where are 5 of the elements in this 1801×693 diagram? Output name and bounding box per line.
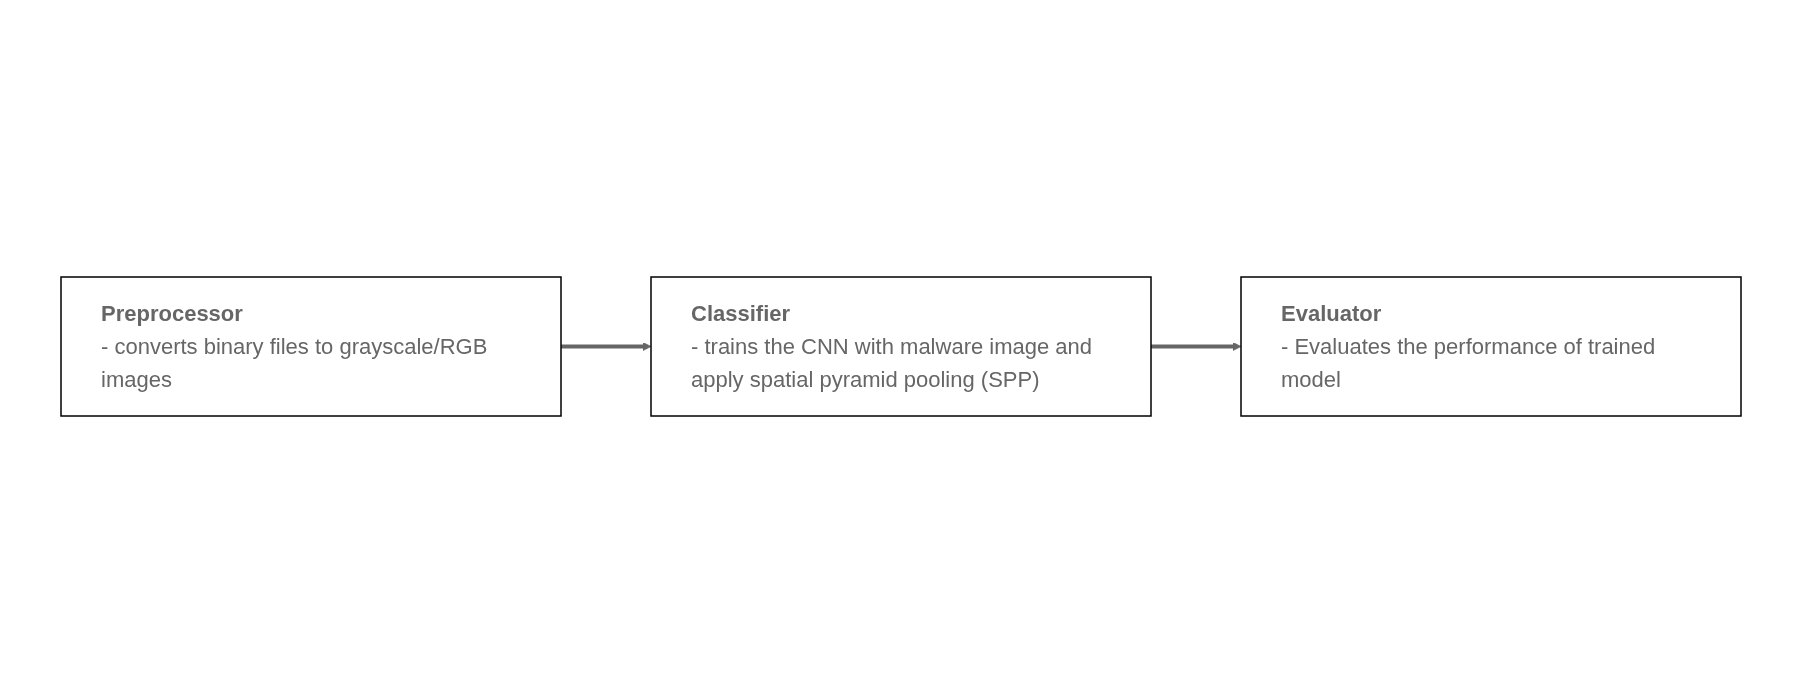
node-box: Classifier - trains the CNN with malware image and apply spatial pyramid pooling (SPP) — [649, 276, 1152, 417]
arrow — [1150, 342, 1241, 351]
node-box: Preprocessor - converts binary files to grayscale/RGB images — [59, 276, 562, 417]
node-box: Evaluator - Evaluates the performance of trained model — [1239, 276, 1742, 417]
arrow — [560, 342, 651, 351]
